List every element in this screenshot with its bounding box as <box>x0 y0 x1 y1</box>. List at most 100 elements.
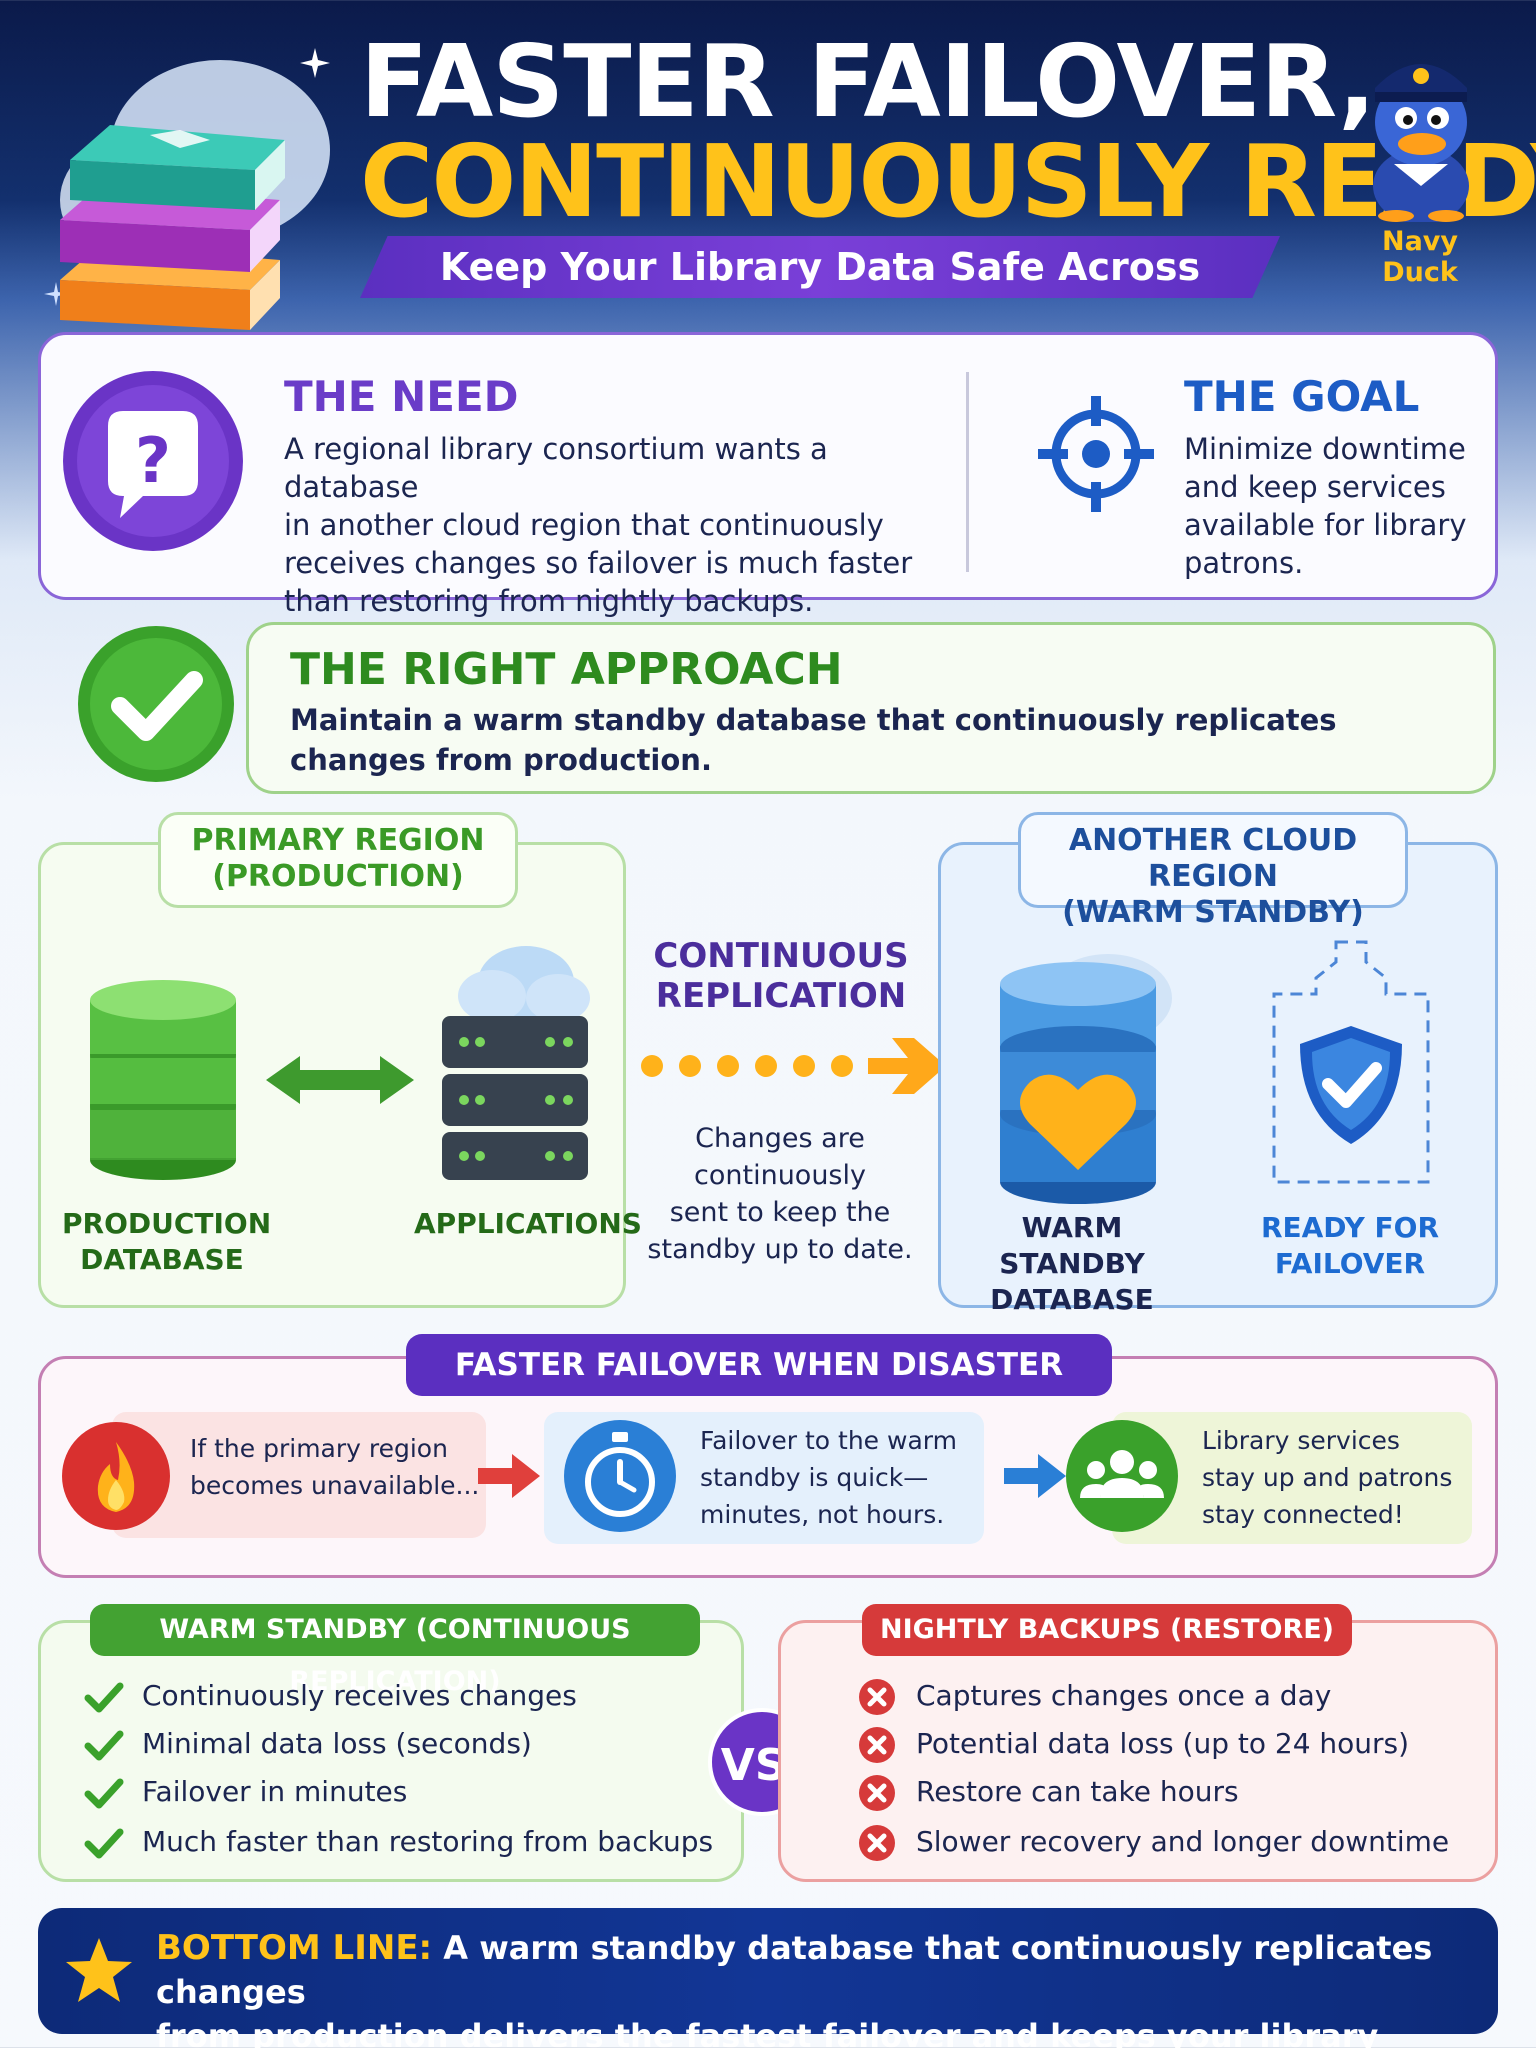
target-icon <box>1038 396 1154 512</box>
goal-line: and keep services <box>1184 470 1446 504</box>
step-line: Library services <box>1202 1426 1400 1455</box>
label-line: DATABASE <box>990 1283 1154 1316</box>
bottom-line-text: BOTTOM LINE: A warm standby database tha… <box>156 1926 1486 2048</box>
bottom-line-part: A warm standby database that continuousl… <box>156 1929 1433 2011</box>
divider <box>966 372 969 572</box>
text-line: Changes are <box>695 1123 865 1154</box>
text-line: continuously <box>694 1160 866 1191</box>
duck-mascot-icon <box>1373 64 1469 222</box>
approach-line: Maintain a warm standby database that co… <box>290 703 1337 737</box>
need-goal-card <box>38 332 1498 600</box>
step-line: becomes unavailable... <box>190 1471 480 1500</box>
applications-label: APPLICATIONS <box>414 1207 642 1240</box>
text-line: standby up to date. <box>647 1234 913 1265</box>
approach-heading: THE RIGHT APPROACH <box>290 644 843 695</box>
warm-standby-item: Continuously receives changes <box>142 1679 577 1712</box>
ready-label: READY FOR FAILOVER <box>1240 1210 1460 1282</box>
goal-line: Minimize downtime <box>1184 432 1466 466</box>
svg-text:?: ? <box>135 424 171 497</box>
label-line: PRODUCTION <box>62 1207 272 1240</box>
bottom-line-bar <box>38 1908 1498 2034</box>
arrow-right-icon <box>1004 1454 1066 1498</box>
label-line: WARM STANDBY <box>999 1211 1145 1280</box>
nightly-backups-tag: NIGHTLY BACKUPS (RESTORE) <box>862 1604 1352 1656</box>
need-line: in another cloud region that continuousl… <box>284 508 884 542</box>
stopwatch-icon <box>564 1420 676 1532</box>
check-icon <box>84 1730 124 1761</box>
title-line: CONTINUOUS <box>653 936 909 976</box>
database-heart-icon <box>1000 954 1172 1204</box>
step-line: If the primary region <box>190 1434 448 1463</box>
checkmark-icon <box>78 626 234 782</box>
production-db-label: PRODUCTION DATABASE <box>62 1206 272 1278</box>
page-title-line1: FASTER FAILOVER, <box>360 23 1376 140</box>
x-circle-icon <box>859 1825 895 1861</box>
tag-line: (PRODUCTION) <box>212 859 464 894</box>
step-line: minutes, not hours. <box>700 1500 945 1529</box>
step-line: stay connected! <box>1202 1500 1404 1529</box>
label-line: FAILOVER <box>1274 1247 1426 1280</box>
failover-step-1: If the primary region becomes unavailabl… <box>112 1412 486 1538</box>
page-title-line2: CONTINUOUSLY READY <box>360 123 1536 240</box>
nightly-backups-item: Restore can take hours <box>916 1775 1239 1808</box>
check-icon <box>84 1682 124 1713</box>
primary-region-tag: PRIMARY REGION (PRODUCTION) <box>158 812 518 908</box>
label-line: READY FOR <box>1260 1211 1440 1244</box>
check-icon <box>84 1828 124 1859</box>
standby-db-label: WARM STANDBY DATABASE <box>952 1210 1192 1318</box>
page-subtitle: Keep Your Library Data Safe Across Regio… <box>360 236 1280 298</box>
brand-label: Navy Duck <box>1381 226 1459 288</box>
sparkle-icon <box>44 282 68 306</box>
nightly-backups-card <box>778 1620 1498 1882</box>
step-line: Failover to the warm <box>700 1426 957 1455</box>
check-icon <box>84 1778 124 1809</box>
need-line: A regional library consortium wants a da… <box>284 432 828 504</box>
bottom-line-part: from production delivers the fastest fai… <box>156 2017 1379 2048</box>
users-icon <box>1066 1420 1178 1532</box>
tag-line: ANOTHER CLOUD REGION <box>1068 823 1358 894</box>
x-circle-icon <box>859 1679 895 1715</box>
server-icon <box>442 946 590 1180</box>
goal-heading: THE GOAL <box>1184 372 1420 421</box>
warm-standby-card <box>38 1620 744 1882</box>
database-icon <box>90 980 236 1180</box>
need-heading: THE NEED <box>284 372 519 421</box>
arrow-right-icon <box>478 1454 540 1498</box>
failover-tag: FASTER FAILOVER WHEN DISASTER STRIKES <box>406 1334 1112 1445</box>
tag-line: PRIMARY REGION <box>191 823 485 858</box>
need-line: than restoring from nightly backups. <box>284 584 814 618</box>
nightly-backups-item: Captures changes once a day <box>916 1679 1332 1712</box>
goal-line: available for library <box>1184 508 1467 542</box>
need-text: A regional library consortium wants a da… <box>284 430 964 620</box>
books-icon <box>60 60 330 330</box>
standby-region-tag: ANOTHER CLOUD REGION (WARM STANDBY) <box>1018 812 1408 930</box>
failover-step-3: Library services stay up and patrons sta… <box>1112 1412 1472 1544</box>
replication-title: CONTINUOUS REPLICATION <box>636 936 926 1016</box>
nightly-backups-item: Potential data loss (up to 24 hours) <box>916 1727 1410 1760</box>
replication-arrow-icon <box>641 1038 946 1094</box>
bidirectional-arrow-icon <box>266 1056 414 1104</box>
text-line: sent to keep the <box>669 1197 891 1228</box>
bottom-line-row: BOTTOM LINE: A warm standby database tha… <box>156 1926 1486 2014</box>
warm-standby-item: Minimal data loss (seconds) <box>142 1727 532 1760</box>
warm-standby-item: Failover in minutes <box>142 1775 408 1808</box>
x-circle-icon <box>859 1775 895 1811</box>
need-line: receives changes so failover is much fas… <box>284 546 913 580</box>
step-line: stay up and patrons <box>1202 1463 1453 1492</box>
warm-standby-tag: WARM STANDBY (CONTINUOUS REPLICATION) <box>90 1604 700 1697</box>
goal-text: Minimize downtime and keep services avai… <box>1184 430 1484 582</box>
nightly-backups-item: Slower recovery and longer downtime <box>916 1825 1450 1858</box>
approach-card <box>246 622 1496 794</box>
warm-standby-item: Much faster than restoring from backups <box>142 1825 714 1858</box>
label-line: DATABASE <box>80 1243 244 1276</box>
approach-text: Maintain a warm standby database that co… <box>290 700 1470 780</box>
approach-line: changes from production. <box>290 743 712 777</box>
bottom-line-key: BOTTOM LINE: <box>156 1928 433 1968</box>
replication-text: Changes are continuously sent to keep th… <box>640 1120 920 1268</box>
step-line: standby is quick— <box>700 1463 929 1492</box>
goal-line: patrons. <box>1184 546 1304 580</box>
fire-icon <box>62 1422 170 1530</box>
question-bubble-icon: ? <box>63 371 243 551</box>
sparkle-icon <box>300 48 330 78</box>
shield-check-icon <box>1272 940 1430 1184</box>
